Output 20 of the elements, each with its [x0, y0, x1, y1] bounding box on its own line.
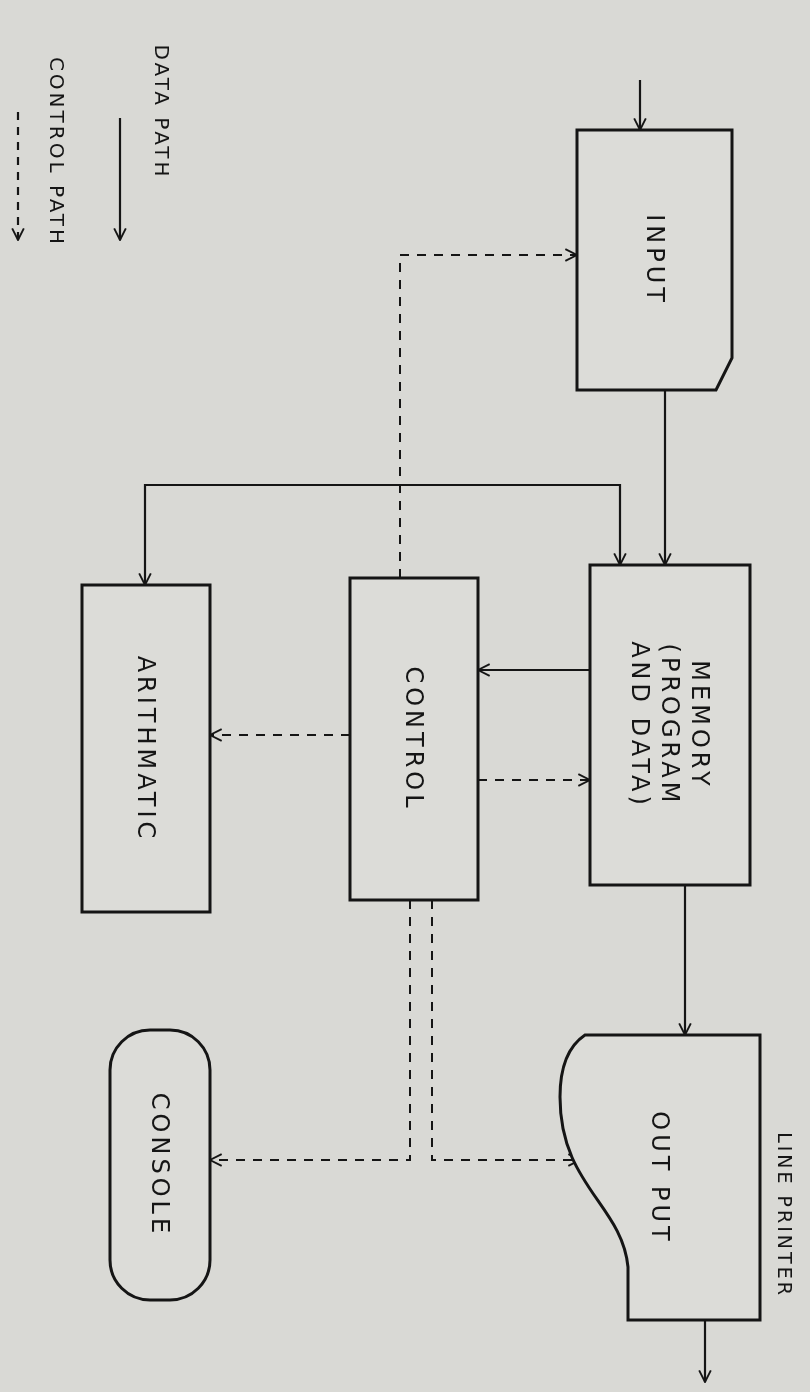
node-label: MEMORY (PROGRAM AND DATA)	[625, 640, 715, 810]
node-label: ARITHMATIC	[131, 654, 161, 844]
input-box	[577, 130, 732, 390]
legend-label: CONTROL PATH	[45, 56, 69, 248]
node-label: CONTROL	[399, 665, 429, 814]
node-caption: LINE PRINTER	[774, 1132, 796, 1298]
node-label: CONSOLE	[145, 1091, 175, 1240]
console-terminal	[110, 1030, 210, 1300]
arrow	[698, 1320, 712, 1383]
legend-label: DATA PATH	[150, 44, 174, 180]
memory-box	[590, 565, 750, 885]
control-box	[350, 578, 478, 900]
node-label: INPUT	[639, 213, 670, 308]
arithmetic-box	[82, 585, 210, 912]
arrow	[633, 80, 647, 131]
node-label: OUT PUT	[645, 1109, 675, 1247]
arrow	[138, 483, 627, 586]
arrow	[658, 390, 672, 566]
arrow	[678, 885, 692, 1036]
arrow	[399, 248, 578, 579]
